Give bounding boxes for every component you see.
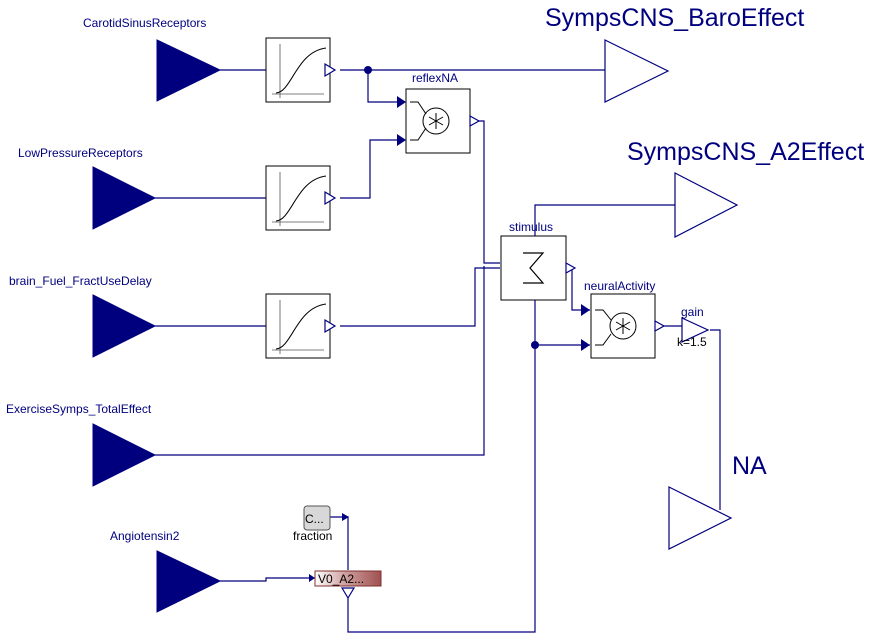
curve-block-2[interactable] [265,165,337,231]
junction-dot-a2 [531,341,539,349]
input-exercise-label: ExerciseSymps_TotalEffect [6,402,152,416]
input-brainfuel-label: brain_Fuel_FractUseDelay [9,274,152,288]
reflex-block[interactable]: reflexNA [405,71,481,154]
output-a2[interactable]: SympsCNS_A2Effect [627,138,864,238]
input-lowpressure[interactable]: LowPressureReceptors [18,146,157,230]
curve-icon [275,47,327,94]
input-brainfuel[interactable]: brain_Fuel_FractUseDelay [9,274,157,358]
curve-block-3[interactable] [265,293,337,359]
constant-block[interactable]: C... fraction [293,505,349,543]
multiply-icon [428,113,444,129]
a2-block[interactable]: V0_A2... [309,570,382,600]
output-baro[interactable]: SympsCNS_BaroEffect [545,4,804,103]
reflex-label: reflexNA [412,71,458,85]
fraction-label: fraction [293,529,332,543]
a2-block-label: V0_A2... [318,572,364,586]
curve-icon [275,175,327,222]
constant-text: C... [305,512,324,526]
input-carotid[interactable]: CarotidSinusReceptors [83,16,222,102]
gain-block[interactable]: gain k=1.5 [677,305,710,349]
output-baro-label: SympsCNS_BaroEffect [545,4,804,32]
output-a2-label: SympsCNS_A2Effect [627,138,864,166]
input-lowpressure-label: LowPressureReceptors [18,146,143,160]
input-angiotensin[interactable]: Angiotensin2 [110,529,222,613]
multiply-icon [615,318,631,334]
neural-activity-label: neuralActivity [584,279,655,293]
stimulus-label: stimulus [509,220,553,234]
gain-parameter: k=1.5 [677,335,707,349]
connection-wires [155,69,721,633]
gain-label: gain [681,305,704,319]
input-exercise[interactable]: ExerciseSymps_TotalEffect [6,402,157,487]
neural-activity-block[interactable]: neuralActivity [584,279,666,359]
input-carotid-label: CarotidSinusReceptors [83,16,206,30]
curve-icon [275,303,327,350]
curve-block-1[interactable] [265,37,337,103]
output-na[interactable]: NA [668,452,767,550]
output-na-label: NA [732,452,767,480]
input-angiotensin-label: Angiotensin2 [110,529,180,543]
junction-dot-baro [364,66,372,74]
sum-icon [523,252,545,284]
stimulus-block[interactable]: stimulus [500,220,577,301]
